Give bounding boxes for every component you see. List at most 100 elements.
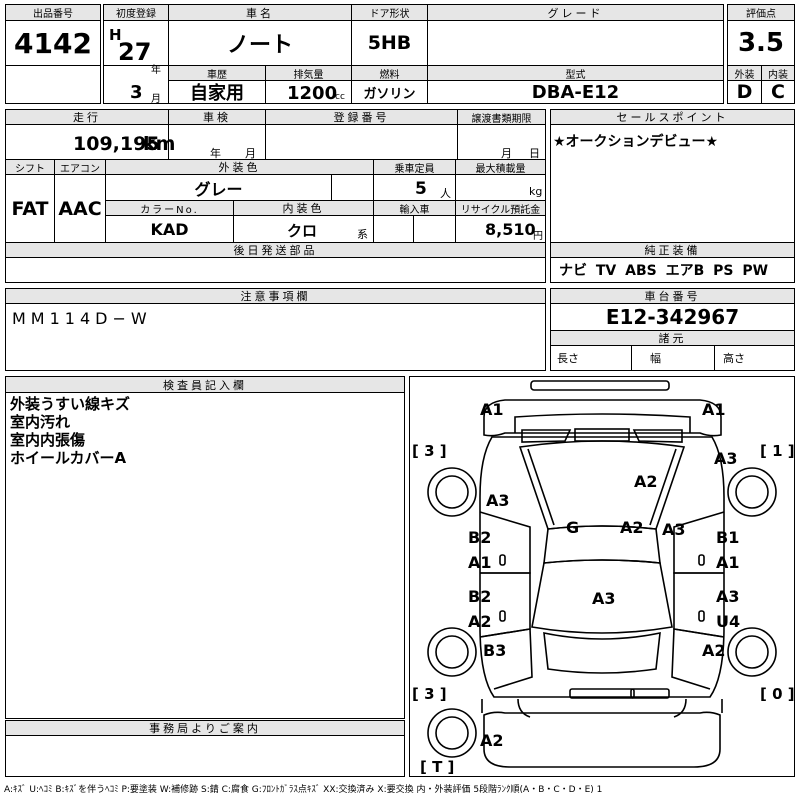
mileage-header: 走行 bbox=[5, 109, 169, 125]
car-name-header: 車名 bbox=[168, 4, 352, 21]
inspector-note-1: 外装うすい線キズ bbox=[10, 395, 131, 413]
office-cell bbox=[5, 735, 405, 777]
damage-mark: A2 bbox=[480, 731, 504, 750]
caution-cell: MM114D−W bbox=[5, 303, 546, 371]
sales-point-header: セールスポイント bbox=[550, 109, 795, 125]
genuine-equip-cell: ナビ TV ABS エアB PS PW bbox=[550, 257, 795, 283]
recycle-unit: 円 bbox=[533, 231, 543, 242]
lot-no-header: 出品番号 bbox=[5, 4, 101, 21]
exterior-header: 外装 bbox=[727, 65, 762, 81]
displacement-unit: cc bbox=[335, 92, 345, 102]
recycle-header: リサイクル預託金 bbox=[455, 200, 546, 216]
damage-mark: A1 bbox=[480, 400, 504, 419]
grade-value bbox=[427, 20, 724, 66]
max-load-unit: kg bbox=[529, 185, 543, 198]
vehicle-info-block: 走行 109,195 km 車検 年 月 登録番号 譲渡書類期限 月 日 シフト… bbox=[5, 109, 546, 283]
capacity-unit: 人 bbox=[440, 187, 451, 200]
tire-label-front-left: [ 3 ] bbox=[412, 442, 447, 460]
inspector-header: 検査員記入欄 bbox=[5, 376, 405, 393]
caution-header: 注意事項欄 bbox=[5, 288, 546, 304]
int-color-unit: 系 bbox=[357, 228, 368, 241]
displacement-value: 1200 bbox=[287, 83, 338, 104]
color-no-value: KAD bbox=[105, 215, 234, 243]
spec-height-cell: 高さ bbox=[714, 345, 795, 371]
later-parts-cell bbox=[5, 257, 546, 283]
damage-mark: A1 bbox=[702, 400, 726, 419]
max-load-header: 最大積載量 bbox=[455, 159, 546, 175]
damage-mark: U4 bbox=[716, 612, 740, 631]
fuel-header: 燃料 bbox=[351, 65, 428, 81]
tire-label-spare: [ T ] bbox=[420, 758, 454, 776]
chassis-header: 車台番号 bbox=[550, 288, 795, 304]
aircon-value: AAC bbox=[54, 174, 106, 243]
exterior-value: D bbox=[727, 80, 762, 104]
shift-value: FAT bbox=[5, 174, 55, 243]
damage-mark: A1 bbox=[468, 553, 492, 572]
damage-mark: A3 bbox=[486, 491, 510, 510]
year-value: 27 bbox=[118, 38, 152, 66]
inspector-note-4: ホイールカバーA bbox=[10, 449, 127, 467]
office-header: 事務局よりご案内 bbox=[5, 720, 405, 736]
tire-label-rear-left: [ 3 ] bbox=[412, 685, 447, 703]
grade-header: グレード bbox=[427, 4, 724, 21]
import-sub bbox=[413, 215, 456, 243]
mileage-unit: km bbox=[143, 133, 176, 155]
damage-mark: G bbox=[566, 518, 579, 537]
capacity-header: 乗車定員 bbox=[373, 159, 456, 175]
interior-value: C bbox=[761, 80, 795, 104]
model-value: DBA-E12 bbox=[427, 80, 724, 104]
transfer-month-unit: 月 bbox=[501, 147, 512, 160]
damage-mark: A2 bbox=[468, 612, 492, 631]
damage-mark: B2 bbox=[468, 528, 491, 547]
transfer-header: 譲渡書類期限 bbox=[457, 109, 546, 125]
int-color-value: クロ bbox=[287, 222, 318, 240]
inspection-header: 車検 bbox=[168, 109, 266, 125]
shift-header: シフト bbox=[5, 159, 55, 175]
color-no-header: カラーNo. bbox=[105, 200, 234, 216]
import-header: 輸入車 bbox=[373, 200, 456, 216]
car-diagram-svg: A1 A1 A3 A3 A2 G A2 A3 B2 A1 B1 A1 A3 B2… bbox=[412, 380, 794, 776]
lot-no-blank bbox=[5, 65, 101, 104]
score-header: 評価点 bbox=[727, 4, 795, 21]
later-parts-header: 後日発送部品 bbox=[5, 242, 546, 258]
recycle-value: 8,510 bbox=[485, 220, 536, 239]
ext-color-value: グレー bbox=[105, 174, 332, 201]
history-header: 車歴 bbox=[168, 65, 266, 81]
spec-length-cell: 長さ bbox=[550, 345, 632, 371]
car-name-value: ノート bbox=[168, 20, 352, 66]
inspection-year-unit: 年 bbox=[210, 147, 221, 160]
legend: A:ｷｽﾞ U:ﾍｺﾐ B:ｷｽﾞを伴うﾍｺﾐ P:要塗装 W:補修跡 S:錆 … bbox=[4, 785, 603, 795]
int-color-header: 内装色 bbox=[233, 200, 374, 216]
score-value: 3.5 bbox=[727, 20, 795, 66]
lot-no-value: 4142 bbox=[5, 20, 101, 66]
damage-mark: A2 bbox=[702, 641, 726, 660]
era-value: H bbox=[109, 26, 122, 44]
header-block: 出品番号 4142 初度登録 H 27 年 3 月 車名 ノート ドア形状 5H… bbox=[5, 4, 795, 105]
first-reg-header: 初度登録 bbox=[103, 4, 169, 21]
damage-mark: A3 bbox=[716, 587, 740, 606]
ext-color-sub bbox=[331, 174, 374, 201]
damage-marks: A1 A1 A3 A3 A2 G A2 A3 B2 A1 B1 A1 A3 B2… bbox=[468, 400, 740, 750]
fuel-value: ガソリン bbox=[351, 80, 428, 104]
transfer-day-unit: 日 bbox=[529, 147, 540, 160]
mileage-value: 109,195 bbox=[73, 133, 160, 155]
damage-mark: A3 bbox=[592, 589, 616, 608]
aircon-header: エアコン bbox=[54, 159, 106, 175]
capacity-value: 5 bbox=[415, 179, 427, 199]
spec-height-label: 高さ bbox=[723, 352, 745, 365]
sales-point-value: ★オークションデビュー★ bbox=[553, 134, 719, 150]
specs-header: 諸元 bbox=[550, 330, 795, 346]
genuine-equip-header: 純正装備 bbox=[550, 242, 795, 258]
damage-mark: A2 bbox=[620, 518, 644, 537]
month-unit: 月 bbox=[151, 94, 161, 105]
history-value: 自家用 bbox=[168, 80, 266, 104]
door-value: 5HB bbox=[351, 20, 428, 66]
year-unit: 年 bbox=[151, 65, 161, 76]
month-value: 3 bbox=[130, 82, 143, 103]
inspector-notes: 外装うすい線キズ 室内汚れ 室内内張傷 ホイールカバーA bbox=[5, 392, 405, 719]
inspector-note-3: 室内内張傷 bbox=[10, 431, 86, 449]
spec-length-label: 長さ bbox=[557, 352, 579, 365]
sales-point-cell: ★オークションデビュー★ bbox=[550, 124, 795, 243]
damage-mark: B2 bbox=[468, 587, 491, 606]
displacement-header: 排気量 bbox=[265, 65, 352, 81]
